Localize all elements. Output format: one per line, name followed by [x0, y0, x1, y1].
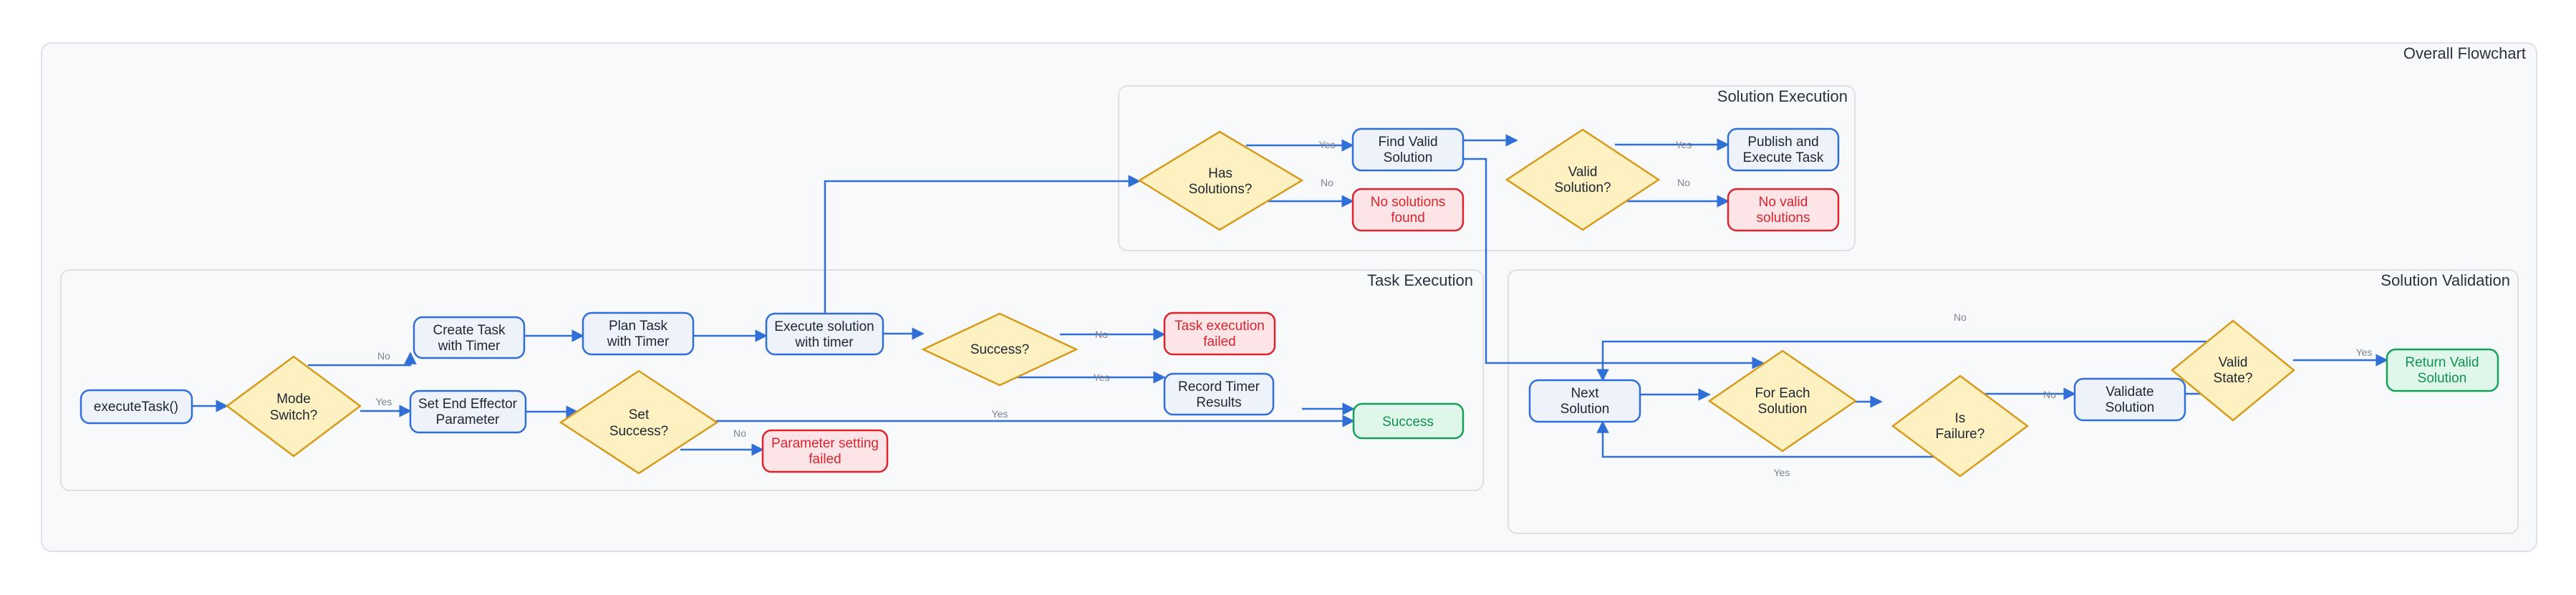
node-label-line2: Switch? — [270, 408, 318, 423]
node-label-line1: Set — [629, 407, 650, 422]
node-label-line1: Mode — [276, 392, 311, 407]
node-next-solution[interactable]: Next Solution — [1528, 379, 1641, 423]
edge-labels: No Yes Yes No No Yes Yes No Yes No No Ye… — [376, 139, 2373, 478]
node-label-line2: Solution — [1758, 402, 1808, 417]
node-label-line2: Parameter — [436, 412, 500, 427]
decision-mode-switch[interactable]: Mode Switch? — [225, 355, 362, 458]
node-label-line2: Execute Task — [1743, 150, 1824, 165]
edge-label-fail-no: No — [2043, 389, 2056, 400]
node-set-end-effector[interactable]: Set End Effector Parameter — [409, 390, 527, 434]
node-label-line1: No solutions — [1371, 195, 1446, 210]
edge-mode-no-create — [308, 352, 417, 367]
node-label-line1: Publish and — [1747, 135, 1818, 150]
edge-label-set-no: No — [733, 427, 746, 439]
node-param-failed[interactable]: Parameter setting failed — [761, 429, 889, 473]
node-success[interactable]: Success — [1352, 402, 1465, 440]
node-plan-task[interactable]: Plan Task with Timer — [582, 311, 695, 356]
node-label-line1: Validate — [2105, 384, 2153, 400]
edge-label-set-yes: Yes — [992, 408, 1008, 420]
node-label-line2: failed — [809, 452, 841, 467]
node-label-line1: Find Valid — [1378, 135, 1437, 150]
node-label-line2: Solution — [2418, 371, 2467, 386]
decision-valid-solution[interactable]: Valid Solution? — [1505, 128, 1661, 231]
edge-label-has-yes: Yes — [1319, 139, 1336, 150]
node-label-line1: Execute solution — [774, 319, 874, 334]
node-create-task[interactable]: Create Task with Timer — [413, 316, 526, 359]
node-label-line1: Plan Task — [609, 319, 668, 334]
node-label-line2: Solution — [1384, 150, 1433, 165]
node-find-valid[interactable]: Find Valid Solution — [1351, 127, 1465, 172]
node-label-line1: Valid — [2219, 355, 2248, 370]
group-title-overall: Overall Flowchart — [2403, 44, 2526, 62]
node-label-line1: For Each — [1755, 386, 1810, 401]
node-label-line2: Solution — [2105, 400, 2155, 415]
edge-label-has-no: No — [1321, 177, 1333, 188]
node-label-line2: failed — [1203, 334, 1235, 349]
group-title-solution-execution: Solution Execution — [1717, 87, 1848, 105]
node-record-timer[interactable]: Record Timer Results — [1163, 372, 1275, 416]
edge-label-success-no: No — [1095, 329, 1108, 340]
edge-label-mode-yes: Yes — [376, 396, 392, 407]
edge-label-valid-yes: Yes — [1676, 139, 1692, 150]
edge-execute-has-solutions — [824, 175, 1141, 314]
decision-for-each[interactable]: For Each Solution — [1707, 349, 1858, 453]
node-label: Success — [1382, 415, 1434, 430]
node-label-line2: State? — [2214, 371, 2253, 386]
edge-find-for-each — [1463, 158, 1765, 369]
group-solution-validation: Solution Validation — [1508, 269, 2519, 534]
node-label-line1: Record Timer — [1178, 379, 1260, 395]
edges — [192, 134, 2388, 458]
node-label-line1: Task execution — [1174, 319, 1265, 334]
node-label-line2: Failure? — [1936, 427, 1985, 442]
node-label-line2: with Timer — [607, 334, 670, 349]
group-title-task-execution: Task Execution — [1367, 271, 1473, 289]
edge-fail-yes-next — [1596, 420, 1941, 458]
node-validate-solution[interactable]: Validate Solution — [2073, 377, 2186, 422]
decision-success[interactable]: Success? — [921, 312, 1079, 387]
node-no-valid[interactable]: No valid solutions — [1727, 188, 1840, 232]
group-title-solution-validation: Solution Validation — [2380, 271, 2510, 289]
node-label-line2: Solution? — [1554, 180, 1611, 195]
node-label-line1: Parameter setting — [771, 436, 879, 451]
node-label-line1: Create Task — [433, 323, 506, 338]
node-label-line2: Solution — [1560, 402, 1610, 417]
edge-label-success-yes: Yes — [1094, 372, 1110, 383]
node-label-line1: No valid — [1759, 195, 1808, 210]
edge-label-mode-no: No — [377, 350, 390, 362]
node-label-line1: Is — [1955, 411, 1966, 426]
decision-has-solutions[interactable]: Has Solutions? — [1137, 130, 1304, 231]
node-label-line2: with timer — [794, 335, 854, 350]
node-task-failed[interactable]: Task execution failed — [1163, 311, 1276, 356]
node-label-line2: found — [1391, 211, 1425, 226]
node-label-line2: Results — [1196, 395, 1241, 410]
node-label-line2: Solutions? — [1189, 182, 1253, 197]
decision-valid-state[interactable]: Valid State? — [2171, 319, 2295, 422]
edge-label-state-yes: Yes — [2356, 347, 2373, 358]
node-label: executeTask() — [94, 400, 178, 415]
edge-state-no-next — [1596, 340, 2234, 382]
node-label-line1: Has — [1208, 166, 1232, 181]
node-publish[interactable]: Publish and Execute Task — [1727, 127, 1840, 172]
node-label-line1: Valid — [1568, 165, 1598, 180]
node-label-line2: Success? — [609, 424, 668, 439]
decision-set-success[interactable]: Set Success? — [559, 369, 719, 475]
node-execute-solution[interactable]: Execute solution with timer — [765, 312, 884, 356]
edge-label-valid-no: No — [1677, 177, 1690, 188]
decision-is-failure[interactable]: Is Failure? — [1891, 374, 2030, 478]
node-label-line2: with Timer — [438, 339, 501, 354]
node-execute-task[interactable]: executeTask() — [79, 389, 193, 425]
node-label-line1: Set End Effector — [418, 397, 518, 412]
node-no-solutions[interactable]: No solutions found — [1351, 188, 1465, 232]
edge-label-fail-yes: Yes — [1774, 467, 1790, 478]
node-return-valid[interactable]: Return Valid Solution — [2386, 348, 2499, 392]
node-label: Success? — [970, 342, 1029, 357]
edge-label-state-no: No — [1954, 311, 1967, 323]
node-label-line2: solutions — [1757, 211, 1810, 226]
node-label-line1: Return Valid — [2405, 355, 2479, 370]
node-label-line1: Next — [1571, 386, 1599, 401]
